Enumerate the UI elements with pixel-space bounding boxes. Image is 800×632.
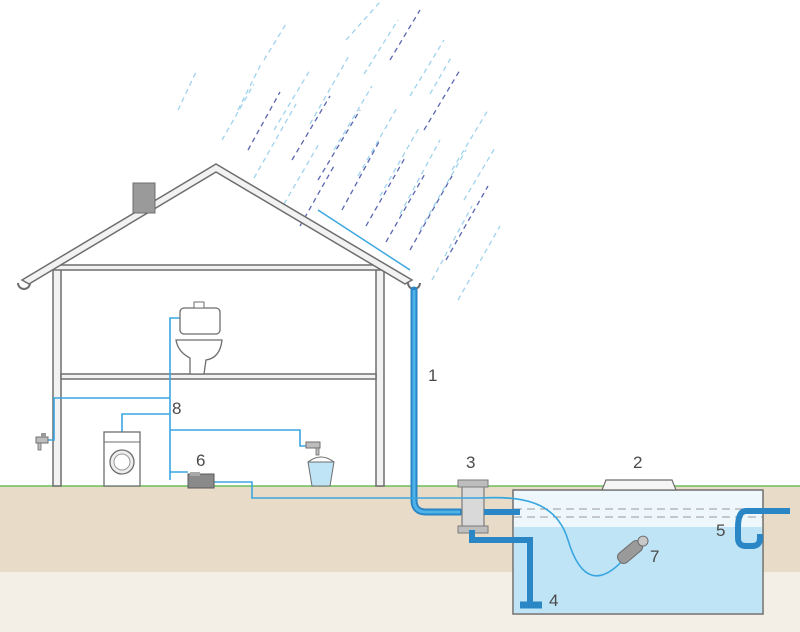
rain-streak: [409, 175, 453, 251]
rain-streak: [389, 9, 421, 61]
label-calmed-inlet: 4: [549, 591, 558, 610]
label-overflow: 5: [716, 521, 725, 540]
rain-streak: [445, 185, 489, 261]
suction-hose: [214, 481, 631, 577]
label-floating-suction: 7: [650, 547, 659, 566]
rain-streak: [253, 103, 297, 179]
rain-streak: [221, 83, 255, 141]
rain-streak: [357, 105, 399, 177]
rain-streak: [463, 145, 497, 201]
house-middle-floor: [60, 373, 377, 380]
rain-streak: [419, 149, 467, 231]
chimney: [132, 182, 156, 214]
rain-streak: [309, 53, 351, 125]
rain-streak: [263, 23, 287, 61]
tank-cover: [601, 479, 677, 491]
toilet: [175, 301, 223, 375]
garden-tap-and-bucket: [305, 441, 335, 487]
overflow-pipe: [735, 508, 790, 549]
rain-streak: [423, 69, 461, 131]
rain-streak: [451, 109, 489, 171]
downpipe-highlight: [412, 290, 460, 514]
rain-streak: [317, 109, 361, 181]
rain-streak: [273, 69, 311, 131]
rain-streak: [365, 155, 407, 227]
rain-streak: [429, 55, 453, 95]
rain-streak: [283, 141, 321, 205]
outdoor-tap: [35, 433, 49, 451]
label-downpipe: 1: [428, 366, 437, 385]
downpipe: [410, 286, 464, 516]
house-right-wall: [375, 264, 385, 487]
rain-streak: [341, 139, 381, 211]
rain-streak: [409, 39, 445, 97]
house: [17, 163, 421, 487]
rain-streak: [457, 225, 501, 301]
rain-streak: [247, 91, 281, 151]
rain-streak: [291, 95, 331, 161]
rain-streak: [379, 125, 421, 197]
label-filter: 3: [466, 453, 475, 472]
rain-streak: [333, 85, 373, 151]
label-tank-cover: 2: [633, 453, 642, 472]
rain-streak: [177, 71, 197, 111]
filter: [457, 479, 489, 534]
rain-streak: [431, 205, 473, 281]
rain-streak: [237, 61, 263, 111]
rain-streak: [363, 19, 399, 75]
house-left-wall: [52, 264, 62, 487]
calmed-inlet-pipe: [469, 530, 533, 604]
roof-runoff: [317, 209, 411, 271]
house-attic-floor: [52, 264, 385, 271]
washing-machine: [103, 431, 141, 487]
pump: [187, 472, 215, 489]
gutter-left: [17, 282, 31, 290]
floating-suction-filter: [616, 535, 649, 565]
rain-streak: [385, 171, 427, 243]
rain-streak: [299, 165, 335, 227]
label-distribution: 8: [172, 399, 181, 418]
rain-streak: [399, 139, 441, 215]
label-pump: 6: [196, 451, 205, 470]
rain-streak: [345, 1, 381, 41]
rain: [177, 1, 501, 301]
